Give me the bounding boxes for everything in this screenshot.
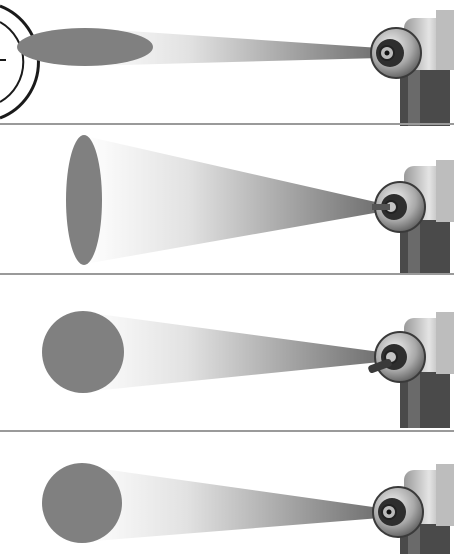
spray-beam [82,466,380,542]
panel-1 [0,10,454,126]
spray-pattern [66,135,102,265]
spray-gun-icon [371,10,454,126]
spray-gun-icon [367,312,454,428]
spray-pattern [42,311,124,393]
spray-gun-icon [372,160,454,274]
spray-beam [85,136,380,264]
spray-pattern [17,28,153,66]
ring-fragment [0,6,38,118]
panel-3 [0,311,454,431]
spray-gun-icon [373,464,454,554]
panel-2 [0,135,454,274]
spray-pattern [42,463,122,543]
panel-4 [42,463,454,554]
spray-beam [83,312,380,392]
